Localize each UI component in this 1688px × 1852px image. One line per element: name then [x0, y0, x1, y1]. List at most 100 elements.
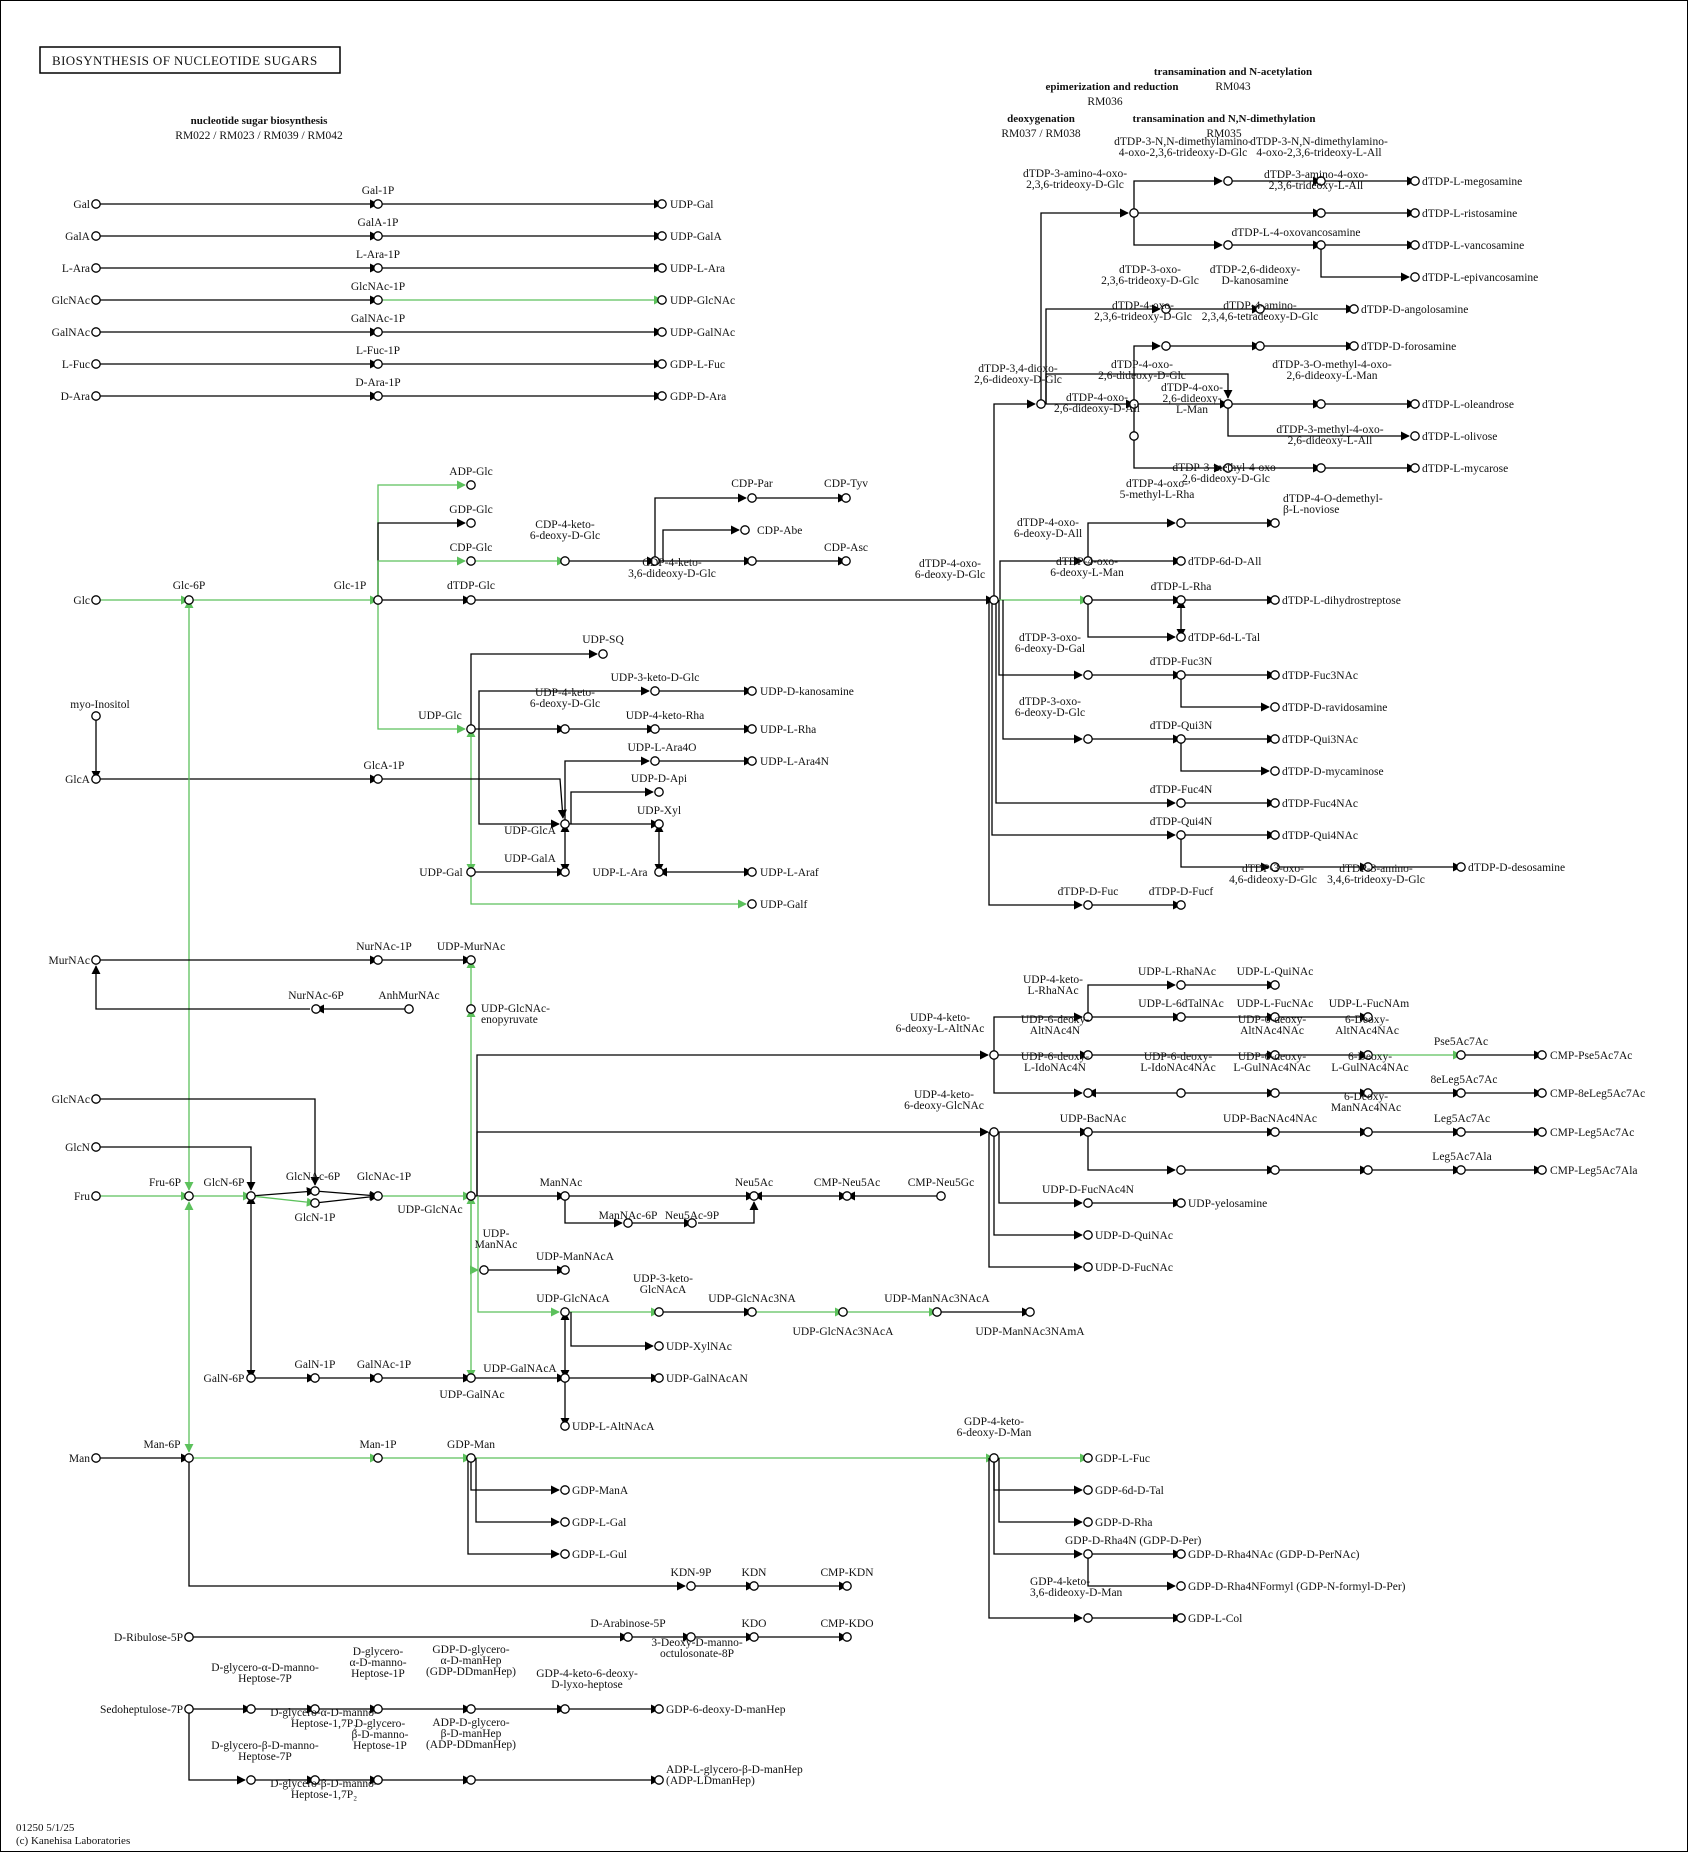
- compound-node[interactable]: [1129, 208, 1139, 218]
- compound-node[interactable]: [989, 1050, 999, 1060]
- compound-node[interactable]: [686, 1632, 696, 1642]
- compound-udpdkan[interactable]: UDP-D-kanosamine: [747, 686, 854, 698]
- compound-node[interactable]: [747, 756, 757, 766]
- compound-dara1p[interactable]: D-Ara-1P: [355, 377, 401, 401]
- compound-kdn9p[interactable]: KDN-9P: [671, 1567, 712, 1591]
- compound-leg_n2[interactable]: [1270, 1165, 1280, 1175]
- compound-node[interactable]: [1176, 670, 1186, 680]
- compound-cmpneu5ac[interactable]: CMP-Neu5Ac: [814, 1177, 880, 1201]
- compound-dtdpdang[interactable]: dTDP-D-angolosamine: [1349, 304, 1469, 316]
- compound-node[interactable]: [466, 1191, 476, 1201]
- compound-dara[interactable]: D-Ara: [61, 391, 101, 403]
- compound-gdpdrha4n[interactable]: GDP-D-Rha4N (GDP-D-Per): [1065, 1535, 1202, 1559]
- compound-node[interactable]: [310, 1198, 320, 1208]
- compound-udpgalnacan[interactable]: UDP-GalNAcAN: [654, 1373, 749, 1385]
- compound-cdpabe[interactable]: CDP-Abe: [740, 525, 803, 537]
- compound-dtdpl4oxv[interactable]: dTDP-L-4-oxovancosamine: [1231, 227, 1361, 250]
- compound-dribu5p[interactable]: D-Ribulose-5P: [114, 1632, 194, 1644]
- compound-dtdplmeg[interactable]: dTDP-L-megosamine: [1410, 176, 1522, 188]
- compound-neu5ac[interactable]: Neu5Ac: [735, 1177, 773, 1201]
- compound-gdplfuc[interactable]: GDP-L-Fuc: [1083, 1453, 1150, 1465]
- compound-node[interactable]: [560, 867, 570, 877]
- compound-node[interactable]: [404, 1004, 414, 1014]
- compound-dtdp3o46dd[interactable]: dTDP-3-oxo-4,6-dideoxy-D-Glc: [1229, 862, 1317, 886]
- compound-node[interactable]: [91, 327, 101, 337]
- compound-dtdp3nnlall[interactable]: dTDP-3-N,N-dimethylamino-4-oxo-2,3,6-tri…: [1250, 136, 1388, 186]
- compound-node[interactable]: [654, 867, 664, 877]
- compound-node[interactable]: [1083, 1127, 1093, 1137]
- compound-node[interactable]: [686, 1581, 696, 1591]
- compound-gdplgal[interactable]: GDP-L-Gal: [560, 1517, 626, 1529]
- compound-udplfucnac[interactable]: UDP-L-FucNAc: [1237, 998, 1314, 1022]
- compound-node[interactable]: [1270, 1127, 1280, 1137]
- compound-node[interactable]: [650, 724, 660, 734]
- compound-glca1p[interactable]: GlcA-1P: [364, 760, 405, 784]
- compound-udplrha[interactable]: UDP-L-Rha: [747, 724, 816, 736]
- compound-dtdp4o26lman[interactable]: dTDP-4-oxo-2,6-dideoxy-L-Man: [1161, 382, 1233, 416]
- compound-udpglcnac_t[interactable]: UDP-GlcNAc: [657, 295, 735, 307]
- compound-node[interactable]: [373, 391, 383, 401]
- compound-gdp6dmanhep[interactable]: GDP-6-deoxy-D-manHep: [654, 1704, 786, 1716]
- compound-udpgalnaca[interactable]: UDP-GalNAcA: [483, 1363, 570, 1383]
- compound-kdo[interactable]: KDO: [742, 1618, 767, 1642]
- compound-node[interactable]: [740, 525, 750, 535]
- compound-galn1p[interactable]: GalN-1P: [295, 1359, 336, 1383]
- compound-dtdp3m4odglc[interactable]: dTDP-3-methyl-4-oxo-2,6-dideoxy-D-Glc: [1172, 462, 1279, 485]
- compound-node[interactable]: [1129, 399, 1139, 409]
- compound-leg5ac7ala[interactable]: Leg5Ac7Ala: [1432, 1151, 1492, 1175]
- compound-node[interactable]: [373, 1704, 383, 1714]
- compound-udpgalnac_t[interactable]: UDP-GalNAc: [657, 327, 735, 339]
- compound-dtdpfuc4nac[interactable]: dTDP-Fuc4NAc: [1270, 798, 1358, 810]
- compound-lara[interactable]: L-Ara: [62, 263, 101, 275]
- compound-node[interactable]: [311, 1004, 321, 1014]
- compound-node[interactable]: [1083, 1012, 1093, 1022]
- compound-node[interactable]: [91, 391, 101, 401]
- compound-node[interactable]: [657, 295, 667, 305]
- compound-node[interactable]: [1537, 1165, 1547, 1175]
- compound-dgadmh1p[interactable]: D-glycero-α-D-manno-Heptose-1P: [349, 1646, 407, 1714]
- compound-node[interactable]: [91, 231, 101, 241]
- compound-dtdp4k6dglc[interactable]: dTDP-4-oxo-6-deoxy-D-Glc: [915, 558, 999, 605]
- compound-udplara4n[interactable]: UDP-L-Ara4N: [747, 756, 830, 768]
- compound-node[interactable]: [466, 724, 476, 734]
- compound-dtdp3a4o[interactable]: dTDP-3-amino-4-oxo-2,3,6-trideoxy-D-Glc: [1023, 168, 1139, 218]
- compound-node[interactable]: [560, 1421, 570, 1431]
- compound-node[interactable]: [1083, 556, 1093, 566]
- compound-node[interactable]: [749, 1191, 759, 1201]
- compound-node[interactable]: [1363, 1050, 1373, 1060]
- compound-node[interactable]: [1456, 1127, 1466, 1137]
- compound-node[interactable]: [654, 819, 664, 829]
- compound-node[interactable]: [1270, 702, 1280, 712]
- compound-node[interactable]: [657, 327, 667, 337]
- compound-udp4k6dlaltnac[interactable]: UDP-4-keto-6-deoxy-L-AltNAc: [896, 1012, 999, 1060]
- compound-galnac1p_t[interactable]: GalNAc-1P: [351, 313, 405, 337]
- compound-node[interactable]: [1363, 1127, 1373, 1137]
- compound-galn6p[interactable]: GalN-6P: [204, 1373, 256, 1385]
- compound-node[interactable]: [1083, 1613, 1093, 1623]
- compound-dtdp6dltal[interactable]: dTDP-6d-L-Tal: [1176, 632, 1260, 644]
- compound-udpxyl[interactable]: UDP-Xyl: [637, 805, 681, 829]
- compound-node[interactable]: [466, 1704, 476, 1714]
- compound-node[interactable]: [466, 480, 476, 490]
- compound-dtdp3a346[interactable]: dTDP-3-amino-3,4,6-trideoxy-D-Glc: [1327, 862, 1425, 886]
- module-header-h5b[interactable]: RM035: [1206, 128, 1241, 140]
- compound-dtdp4o26all[interactable]: dTDP-4-oxo-2,6-dideoxy-D-All: [1054, 392, 1140, 441]
- compound-lara1p[interactable]: L-Ara-1P: [356, 249, 400, 273]
- compound-dtdp3m4olall[interactable]: dTDP-3-methyl-4-oxo-2,6-dideoxy-L-All: [1276, 424, 1384, 473]
- compound-udpglcnac3naca[interactable]: UDP-GlcNAc3NAcA: [793, 1307, 895, 1338]
- compound-node[interactable]: [91, 774, 101, 784]
- compound-node[interactable]: [747, 899, 757, 909]
- compound-node[interactable]: [91, 263, 101, 273]
- compound-node[interactable]: [650, 686, 660, 696]
- compound-node[interactable]: [1456, 1088, 1466, 1098]
- compound-dtdp3o6dgal[interactable]: dTDP-3-oxo-6-deoxy-D-Gal: [1015, 632, 1093, 680]
- compound-node[interactable]: [1270, 830, 1280, 840]
- compound-node[interactable]: [989, 595, 999, 605]
- compound-gdpglc[interactable]: GDP-Glc: [449, 504, 493, 528]
- compound-gal[interactable]: Gal: [73, 199, 101, 211]
- compound-fru[interactable]: Fru: [74, 1191, 101, 1203]
- compound-adpglc[interactable]: ADP-Glc: [449, 466, 493, 490]
- compound-node[interactable]: [1083, 1088, 1093, 1098]
- compound-node[interactable]: [310, 1373, 320, 1383]
- compound-node[interactable]: [1537, 1050, 1547, 1060]
